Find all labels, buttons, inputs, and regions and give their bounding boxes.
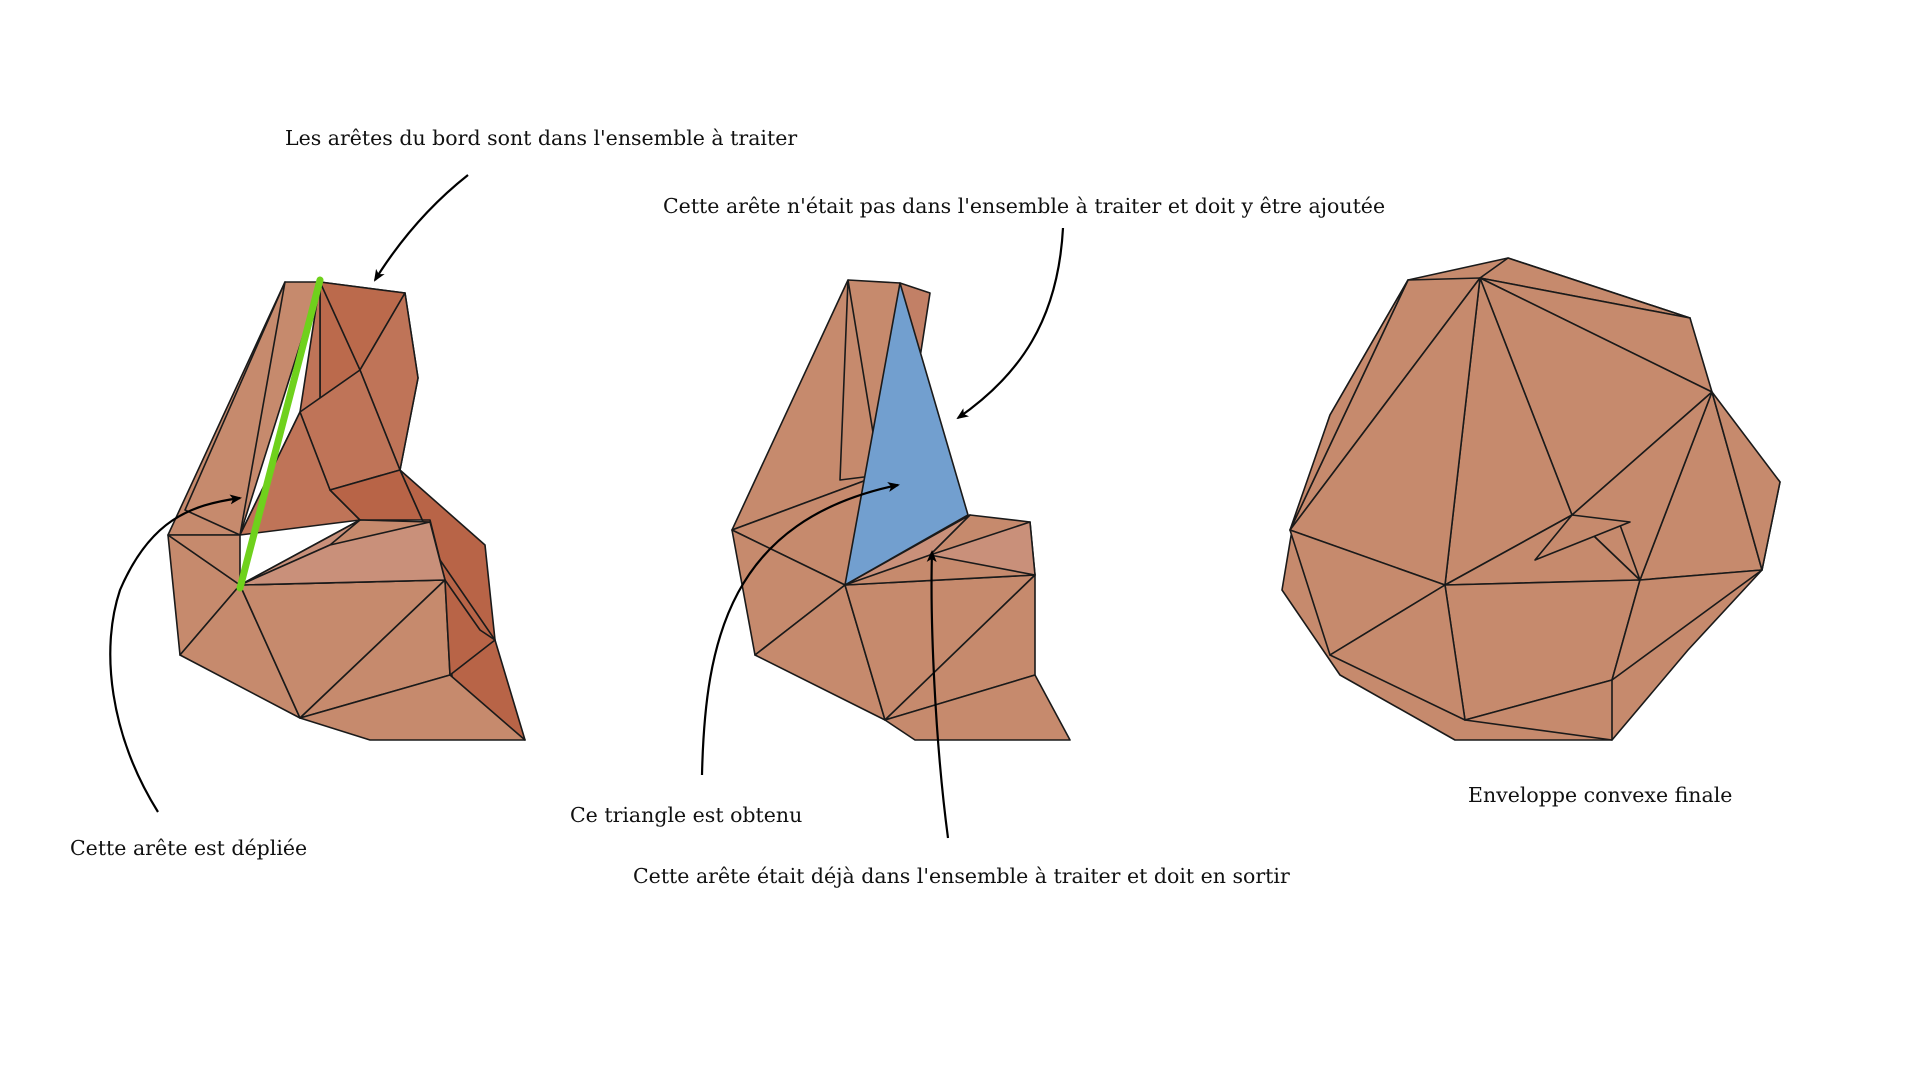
caption-unfolded-edge: Cette arête est dépliée	[70, 836, 307, 860]
arrow-triangle-obtained	[700, 482, 900, 776]
arrow-removed-edge	[926, 550, 950, 839]
panel-3-final-hull	[1281, 257, 1781, 741]
panel-1-partial-hull	[167, 276, 526, 741]
caption-boundary-edges: Les arêtes du bord sont dans l'ensemble …	[285, 126, 797, 150]
caption-added-edge: Cette arête n'était pas dans l'ensemble …	[663, 194, 1385, 218]
arrow-unfolded-edge	[109, 494, 242, 813]
arrow-added-edge	[956, 227, 1065, 420]
new-triangle	[844, 282, 969, 586]
caption-final-hull: Enveloppe convexe finale	[1468, 783, 1732, 807]
panel-2-new-triangle	[731, 279, 1071, 741]
caption-triangle-obtained: Ce triangle est obtenu	[570, 803, 802, 827]
caption-removed-edge: Cette arête était déjà dans l'ensemble à…	[633, 864, 1290, 888]
arrow-boundary-edges	[373, 174, 469, 282]
unfolded-edge	[236, 276, 324, 592]
